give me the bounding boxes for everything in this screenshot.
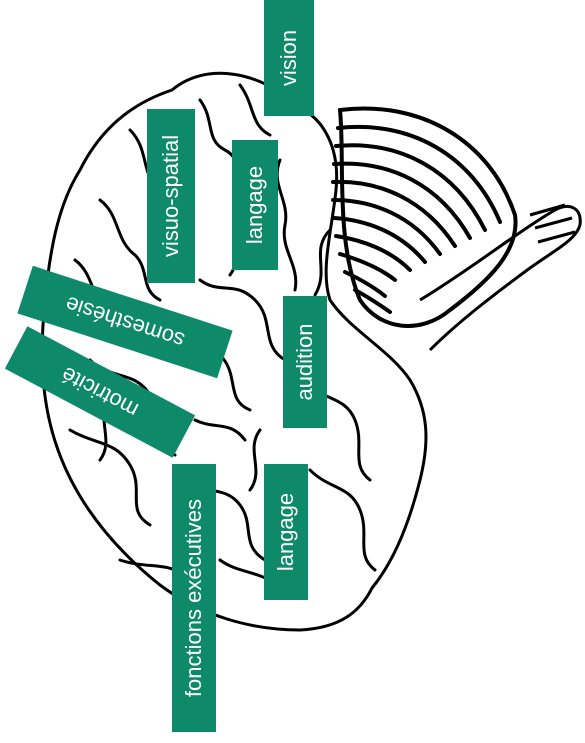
label-langage-top: langage xyxy=(232,140,278,270)
label-audition-text: audition xyxy=(292,323,318,400)
label-visuo-spatial-text: visuo-spatial xyxy=(158,135,184,257)
label-langage-top-text: langage xyxy=(242,166,268,244)
label-audition: audition xyxy=(283,296,327,428)
label-fonctions-executives: fonctions exécutives xyxy=(172,464,216,732)
label-visuo-spatial: visuo-spatial xyxy=(147,109,195,283)
label-vision: vision xyxy=(264,0,314,116)
label-fonctions-executives-text: fonctions exécutives xyxy=(181,499,207,697)
label-langage-bottom: langage xyxy=(264,464,308,600)
label-langage-bottom-text: langage xyxy=(273,493,299,571)
label-vision-text: vision xyxy=(276,30,302,86)
